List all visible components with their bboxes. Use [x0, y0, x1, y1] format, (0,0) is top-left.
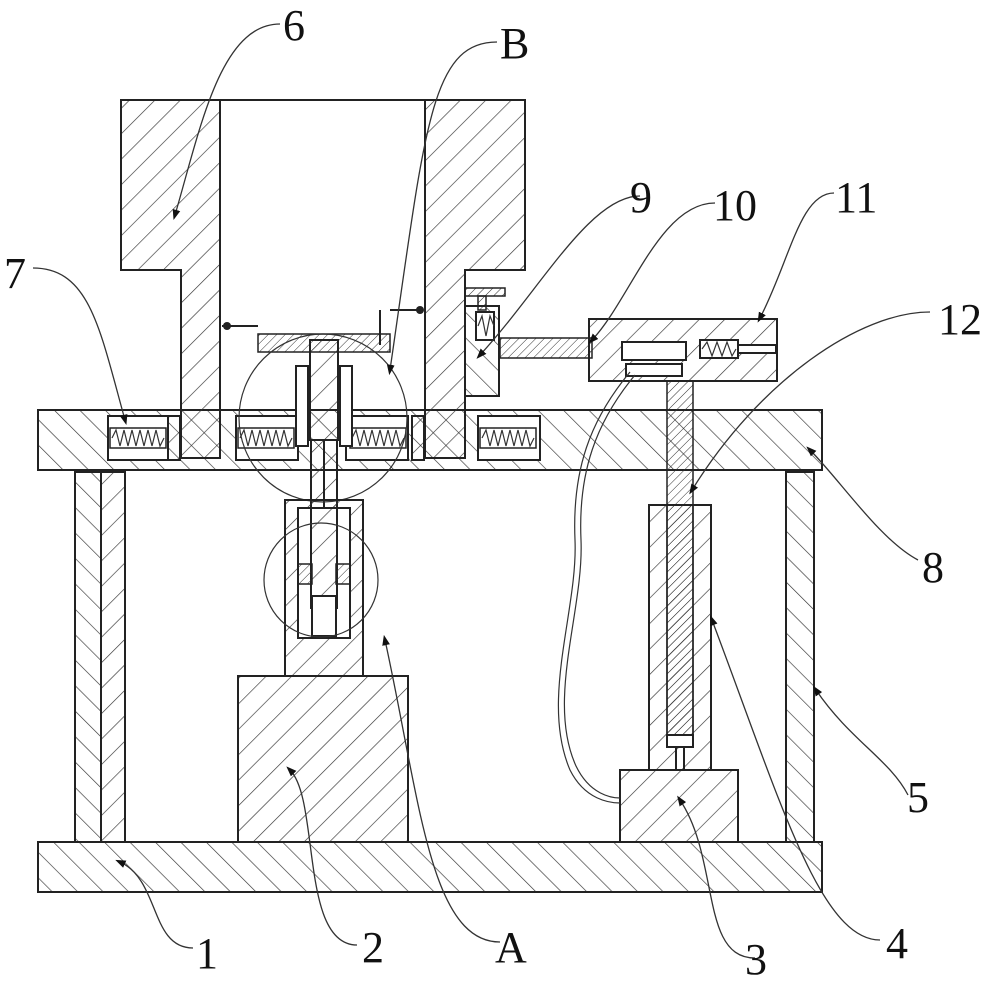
label-9: 9 [630, 173, 652, 222]
sleeve [339, 365, 353, 447]
shaft [309, 339, 339, 441]
label-11: 11 [835, 173, 877, 222]
label-10: 10 [713, 181, 757, 230]
label-4: 4 [886, 919, 908, 968]
leader-lines [32, 23, 931, 959]
label-12: 12 [938, 295, 982, 344]
cap [464, 287, 506, 297]
label-1: 1 [196, 929, 218, 978]
label-6: 6 [283, 1, 305, 50]
base-plate [37, 841, 823, 893]
label-8: 8 [922, 543, 944, 592]
right-column [785, 471, 815, 843]
hopper-left-wall [120, 99, 221, 459]
label-2: 2 [362, 923, 384, 972]
label-5: 5 [907, 773, 929, 822]
detail-circle-a [263, 522, 379, 638]
hopper-right-wall [424, 99, 526, 459]
label-3: 3 [745, 935, 767, 984]
label-a: A [495, 923, 527, 972]
label-7: 7 [4, 249, 26, 298]
spring-7-group [109, 427, 537, 449]
block [411, 415, 425, 461]
left-column-inner [100, 471, 126, 843]
label-b: B [500, 19, 529, 68]
right-slot [477, 415, 541, 461]
rod-10 [499, 337, 593, 359]
pump-block-3 [619, 769, 739, 843]
left-column [74, 471, 102, 843]
block [167, 415, 181, 461]
motor-block [237, 675, 409, 843]
hose [557, 371, 631, 804]
pivot [223, 322, 231, 330]
mid-left-slot [235, 415, 299, 461]
pivot [416, 306, 424, 314]
sleeve [295, 365, 309, 447]
